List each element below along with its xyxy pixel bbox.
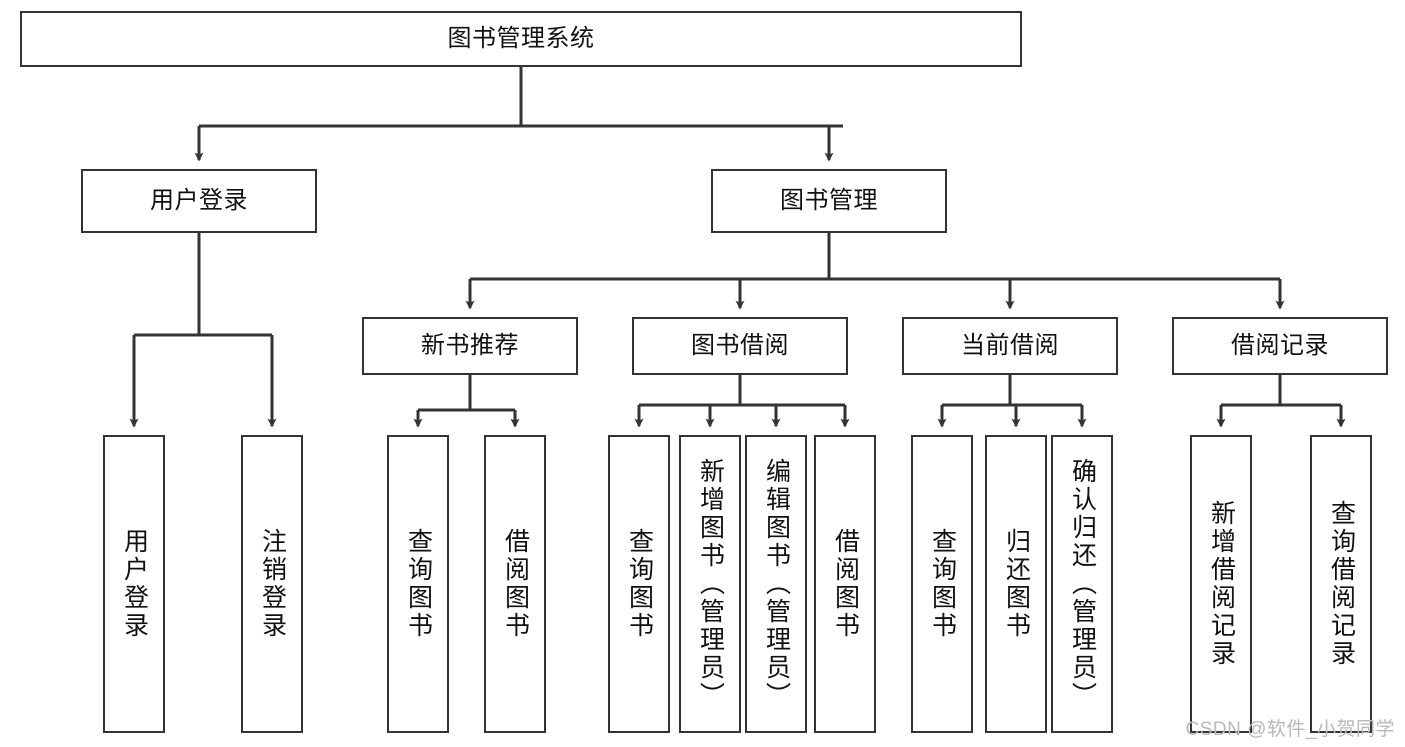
- node-user-login-label: 用户登录: [150, 186, 248, 214]
- leaf-add-borrow-record[interactable]: 新增借阅记录: [1190, 435, 1252, 733]
- leaf-query-book-newbook-label: 查询图书: [404, 528, 433, 640]
- leaf-add-book-admin-label: 新增图书（管理员）: [696, 458, 725, 710]
- leaf-borrow-book[interactable]: 借阅图书: [814, 435, 876, 733]
- leaf-edit-book-admin-label: 编辑图书（管理员）: [762, 458, 791, 710]
- leaf-query-book-current[interactable]: 查询图书: [911, 435, 973, 733]
- node-borrow-record-label: 借阅记录: [1231, 331, 1329, 359]
- leaf-logout-login[interactable]: 注销登录: [241, 435, 303, 733]
- leaf-query-borrow-record-label: 查询借阅记录: [1327, 500, 1356, 668]
- leaf-borrow-book-newbook-label: 借阅图书: [501, 528, 530, 640]
- leaf-logout-login-label: 注销登录: [258, 528, 287, 640]
- leaf-add-book-admin[interactable]: 新增图书（管理员）: [679, 435, 741, 733]
- node-user-login[interactable]: 用户登录: [81, 169, 317, 233]
- leaf-query-book-newbook[interactable]: 查询图书: [387, 435, 449, 733]
- node-book-borrow[interactable]: 图书借阅: [632, 317, 848, 375]
- leaf-query-borrow-record[interactable]: 查询借阅记录: [1310, 435, 1372, 733]
- node-new-book-recommend[interactable]: 新书推荐: [362, 317, 578, 375]
- node-root-label: 图书管理系统: [447, 24, 595, 52]
- node-borrow-record[interactable]: 借阅记录: [1172, 317, 1388, 375]
- leaf-add-borrow-record-label: 新增借阅记录: [1207, 500, 1236, 668]
- node-current-borrow[interactable]: 当前借阅: [902, 317, 1118, 375]
- leaf-query-book-current-label: 查询图书: [928, 528, 957, 640]
- node-current-borrow-label: 当前借阅: [961, 331, 1059, 359]
- node-new-book-recommend-label: 新书推荐: [421, 331, 519, 359]
- leaf-return-book[interactable]: 归还图书: [985, 435, 1047, 733]
- node-root[interactable]: 图书管理系统: [20, 11, 1022, 67]
- leaf-confirm-return-admin-label: 确认归还（管理员）: [1068, 458, 1097, 710]
- leaf-edit-book-admin[interactable]: 编辑图书（管理员）: [745, 435, 807, 733]
- node-book-borrow-label: 图书借阅: [691, 331, 789, 359]
- leaf-confirm-return-admin[interactable]: 确认归还（管理员）: [1051, 435, 1113, 733]
- csdn-watermark: CSDN @软件_小贺同学: [1185, 719, 1395, 740]
- leaf-query-book-borrow[interactable]: 查询图书: [608, 435, 670, 733]
- leaf-query-book-borrow-label: 查询图书: [625, 528, 654, 640]
- leaf-return-book-label: 归还图书: [1002, 528, 1031, 640]
- leaf-borrow-book-label: 借阅图书: [831, 528, 860, 640]
- leaf-borrow-book-newbook[interactable]: 借阅图书: [484, 435, 546, 733]
- node-book-management-label: 图书管理: [780, 186, 878, 214]
- leaf-user-login[interactable]: 用户登录: [103, 435, 165, 733]
- leaf-user-login-label: 用户登录: [120, 528, 149, 640]
- node-book-management[interactable]: 图书管理: [711, 169, 947, 233]
